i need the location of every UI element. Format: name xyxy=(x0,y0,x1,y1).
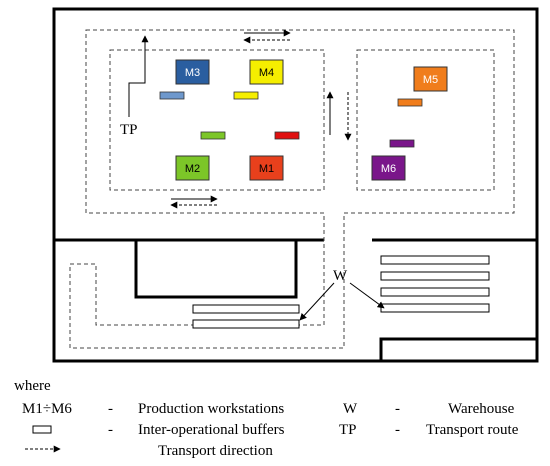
legend-heading: where xyxy=(14,378,51,394)
m3-buffer xyxy=(159,91,185,100)
legend-desc-transport-route: Transport route xyxy=(426,422,519,438)
m2-buffer xyxy=(200,131,226,140)
tp-label: TP xyxy=(120,122,138,138)
m1-buffer xyxy=(274,131,300,140)
transport-route xyxy=(69,29,515,349)
legend-key-w: W xyxy=(343,401,358,417)
legend-desc-buffers: Inter-operational buffers xyxy=(138,422,285,438)
m2-box xyxy=(175,155,210,181)
legend-key-tp: TP xyxy=(339,422,357,438)
legend-desc-direction: Transport direction xyxy=(158,443,273,459)
m3-label: M3 xyxy=(185,67,200,79)
m1-box xyxy=(249,155,284,181)
legend-dash-4: - xyxy=(395,422,400,438)
legend: where M1÷M6 - Production workstations W … xyxy=(14,378,519,459)
m1-label: M1 xyxy=(259,163,274,175)
workstation-m2: M2 xyxy=(175,155,210,181)
m6-label: M6 xyxy=(381,163,396,175)
m2-label: M2 xyxy=(185,163,200,175)
m5-label: M5 xyxy=(423,74,438,86)
legend-buffer-symbol xyxy=(32,425,52,434)
m6-box xyxy=(371,155,406,181)
legend-key-m1-m6: M1÷M6 xyxy=(22,401,72,417)
machine-buffers xyxy=(159,91,423,148)
w-label: W xyxy=(333,268,348,284)
workstation-m1: M1 xyxy=(249,155,284,181)
m6-buffer xyxy=(389,139,415,148)
workstation-m5: M5 xyxy=(413,66,448,92)
warehouse-buffers xyxy=(192,255,490,329)
legend-dash-3: - xyxy=(108,422,113,438)
legend-desc-workstations: Production workstations xyxy=(138,401,284,417)
workstation-m4: M4 xyxy=(249,59,284,85)
workstation-m6: M6 xyxy=(371,155,406,181)
m5-buffer xyxy=(397,98,423,107)
m3-box xyxy=(175,59,210,85)
legend-desc-warehouse: Warehouse xyxy=(448,401,515,417)
workstation-m3: M3 xyxy=(175,59,210,85)
legend-dash-1: - xyxy=(108,401,113,417)
m4-buffer xyxy=(233,91,259,100)
m5-box xyxy=(413,66,448,92)
facility-walls xyxy=(52,7,539,363)
direction-arrows xyxy=(128,29,385,321)
m4-box xyxy=(249,59,284,85)
legend-dash-2: - xyxy=(395,401,400,417)
m4-label: M4 xyxy=(259,67,274,79)
